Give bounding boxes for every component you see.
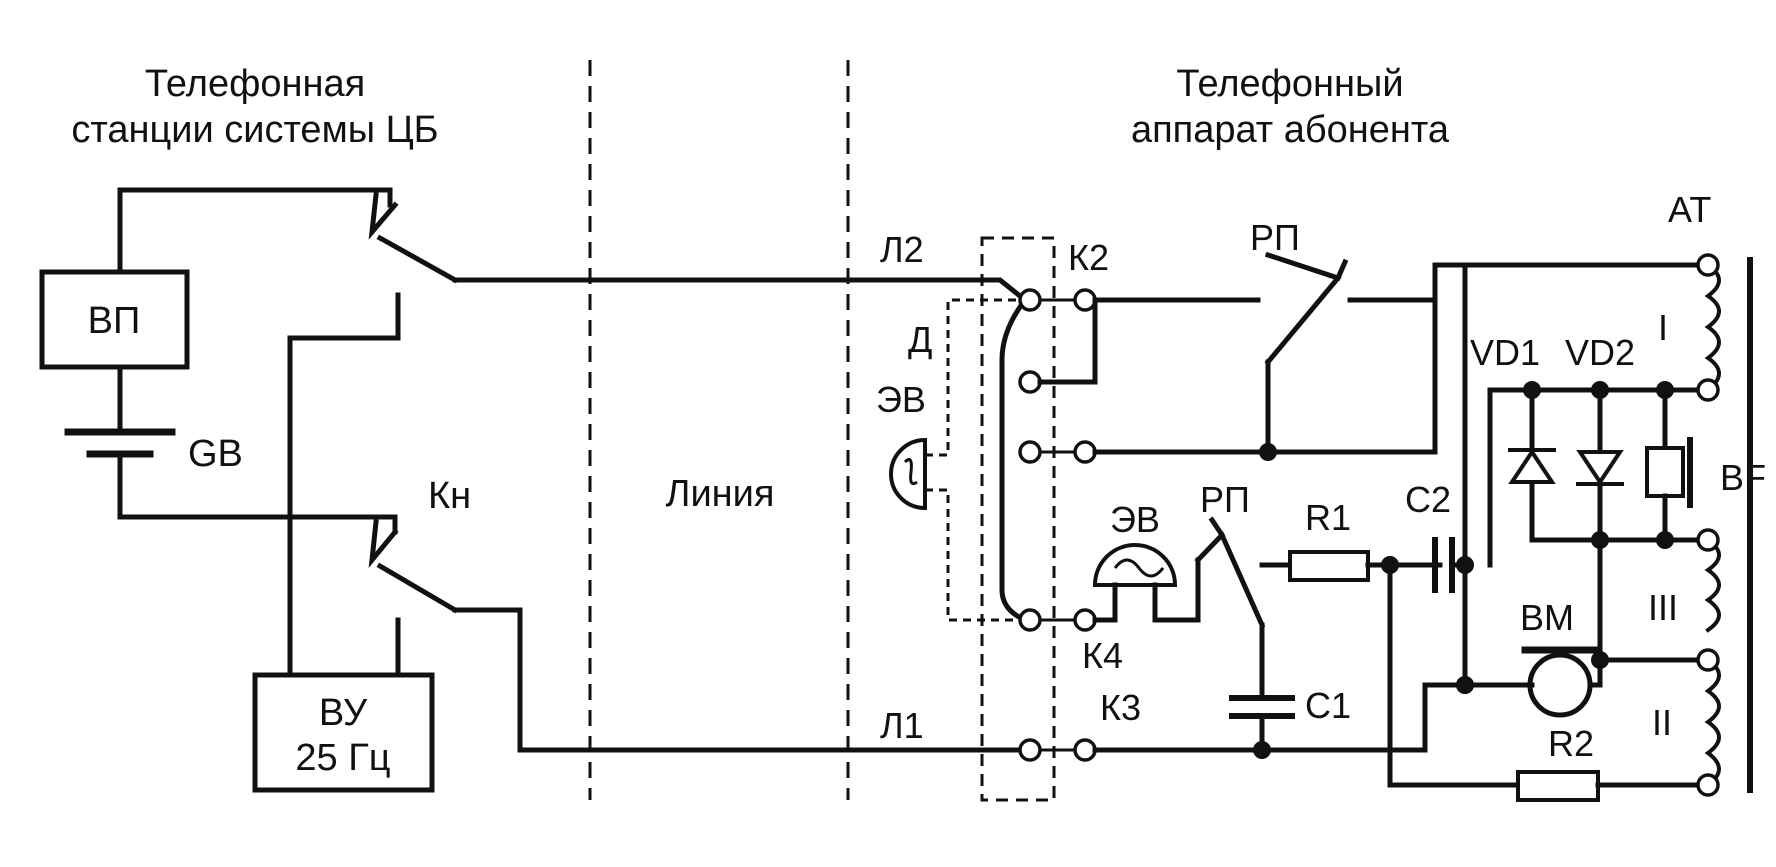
station-heading-line1: Телефонная [145,63,365,105]
ev-left-label: ЭВ [876,379,926,420]
r1-label: R1 [1305,497,1351,538]
rp-mid-label: РП [1200,479,1250,520]
resistor-r2: R2 [1516,723,1698,802]
rp-top-label: РП [1250,217,1300,258]
c1-label: C1 [1305,685,1351,726]
c2-label: C2 [1405,479,1451,520]
k4-label: К4 [1082,635,1123,676]
line-label: Линия [666,473,775,515]
diode-block: VD1 VD2 BF [1470,332,1766,688]
station-heading-line2: станции системы ЦБ [71,109,438,151]
r2-label: R2 [1548,723,1594,764]
winding-2-label: II [1652,702,1672,743]
capacitor-c2: C2 [1405,479,1455,593]
ev-mid-label: ЭВ [1110,499,1160,540]
switch-kn-lower [368,519,459,678]
gb-label: GB [188,433,243,475]
bf-label: BF [1720,457,1766,498]
vp-box [39,269,190,370]
vd2-label: VD2 [1565,332,1635,373]
switch-kn-upper [368,192,459,341]
transformer-at: AT I III II [1648,189,1753,797]
vu-box [252,672,435,793]
resistor-r1: R1 [1259,497,1443,582]
vd1-label: VD1 [1470,332,1540,373]
station-circuit: ВП GB Кн ВУ 25 Гц [39,187,1029,793]
at-label: AT [1668,189,1711,230]
k3-label: К3 [1100,687,1141,728]
k2-label: К2 [1068,237,1109,278]
bm-label: BM [1520,597,1574,638]
switch-rp-top: РП [1250,217,1349,455]
microphone-bm: BM [1520,597,1603,718]
subscriber-heading-line1: Телефонный [1176,63,1403,105]
switch-rp-mid: РП [1194,479,1266,698]
capacitor-c1: C1 [1229,685,1351,726]
kn-label: Кн [428,475,471,517]
vp-label: ВП [88,300,141,342]
bell-ev-mid: ЭВ [1092,499,1201,623]
winding-1-label: I [1658,307,1668,348]
subscriber-circuit: Л2 Л1 Д ЭВ К2 К4 К3 [876,189,1766,802]
vu-label-line2: 25 Гц [295,737,390,779]
vu-label-line1: ВУ [319,692,368,734]
bell-ev-left [889,437,927,511]
l1-label: Л1 [880,705,924,746]
terminal-box [980,236,1056,802]
winding-3-label: III [1648,587,1678,628]
d-label: Д [908,319,932,360]
subscriber-heading-line2: аппарат абонента [1131,109,1450,151]
battery-gb [64,428,176,458]
l2-label: Л2 [880,229,924,270]
